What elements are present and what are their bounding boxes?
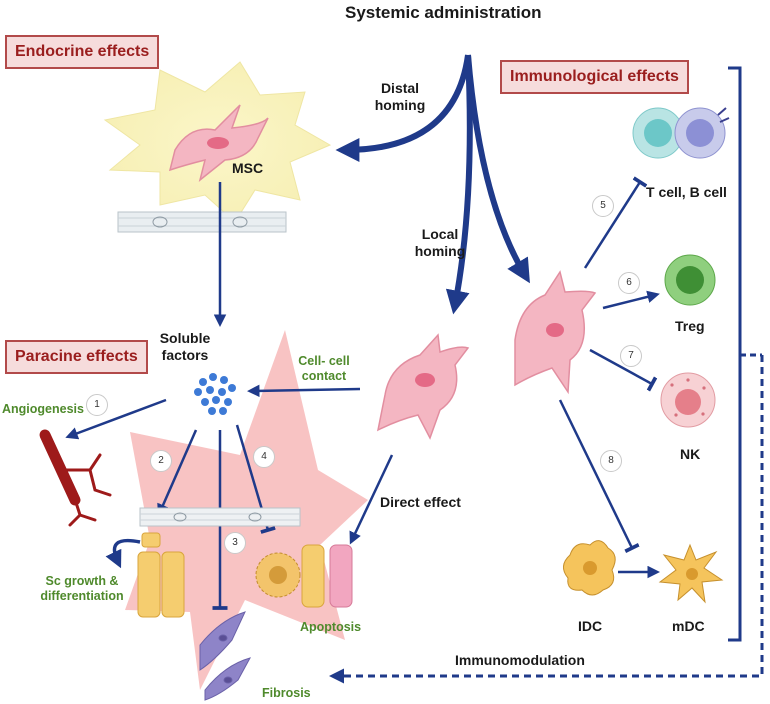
immunomodulation-label: Immunomodulation [455,652,585,668]
fibrosis-cells-icon [199,611,252,701]
apoptosis-label: Apoptosis [300,620,362,634]
page-title: Systemic administration [345,3,542,22]
vessel-branch-icon [39,429,112,527]
inhibit-nk-line [589,348,658,392]
direct-effect-label: Direct effect [380,494,461,510]
soluble-factors-label: Soluble factors [159,330,211,363]
stem-cells-icon [137,532,185,618]
nk-label: NK [680,446,701,462]
direct-effect-arrow [349,454,394,545]
immuno-homing-arrow [465,54,530,284]
distal-homing-label: Distal homing [374,80,426,113]
immunological-effects-box: Immunological effects [500,60,689,94]
soluble-factors-dots-icon [194,373,236,415]
apoptosis-pink-cell-icon [329,544,353,608]
treg-label: Treg [675,318,705,334]
endocrine-effects-box: Endocrine effects [5,35,160,69]
immunomodulation-dashed-arrow [329,355,764,684]
step-number-8: 8 [600,450,622,472]
angiogenesis-arrow [65,398,167,440]
idc-label: IDC [578,618,603,634]
fibrosis-label: Fibrosis [262,686,311,700]
local-homing-label: Local homing [414,226,466,259]
apoptosis-yellow-cell-icon [301,544,325,608]
step-number-1: 1 [86,394,108,416]
inhibit-t-b-line [583,176,648,269]
step-number-3: 3 [224,532,246,554]
step-number-4: 4 [253,446,275,468]
inhibit-dc-line [558,399,640,553]
angiogenesis-label: Angiogenesis [2,402,84,416]
immunological-bracket [728,66,742,642]
paracrine-effects-box: Paracine effects [5,340,148,374]
tissue-vessel-icon [139,507,301,527]
treg-arrow [602,290,660,310]
step-number-6: 6 [618,272,640,294]
step-number-7: 7 [620,345,642,367]
t-b-cell-label: T cell, B cell [646,184,727,200]
sc-growth-label: Sc growth & differentiation [40,574,124,603]
blood-vessel-icon [117,211,287,233]
distal-homing-arrow [335,54,471,162]
factor-arrow-2 [157,429,198,517]
mdc-label: mDC [672,618,705,634]
step-number-5: 5 [592,195,614,217]
cell-contact-label: Cell- cell contact [298,354,350,383]
sc-growth-arrow [105,538,141,569]
step-number-2: 2 [150,450,172,472]
cell-contact-arrow [247,384,361,398]
msc-label: MSC [232,160,264,176]
